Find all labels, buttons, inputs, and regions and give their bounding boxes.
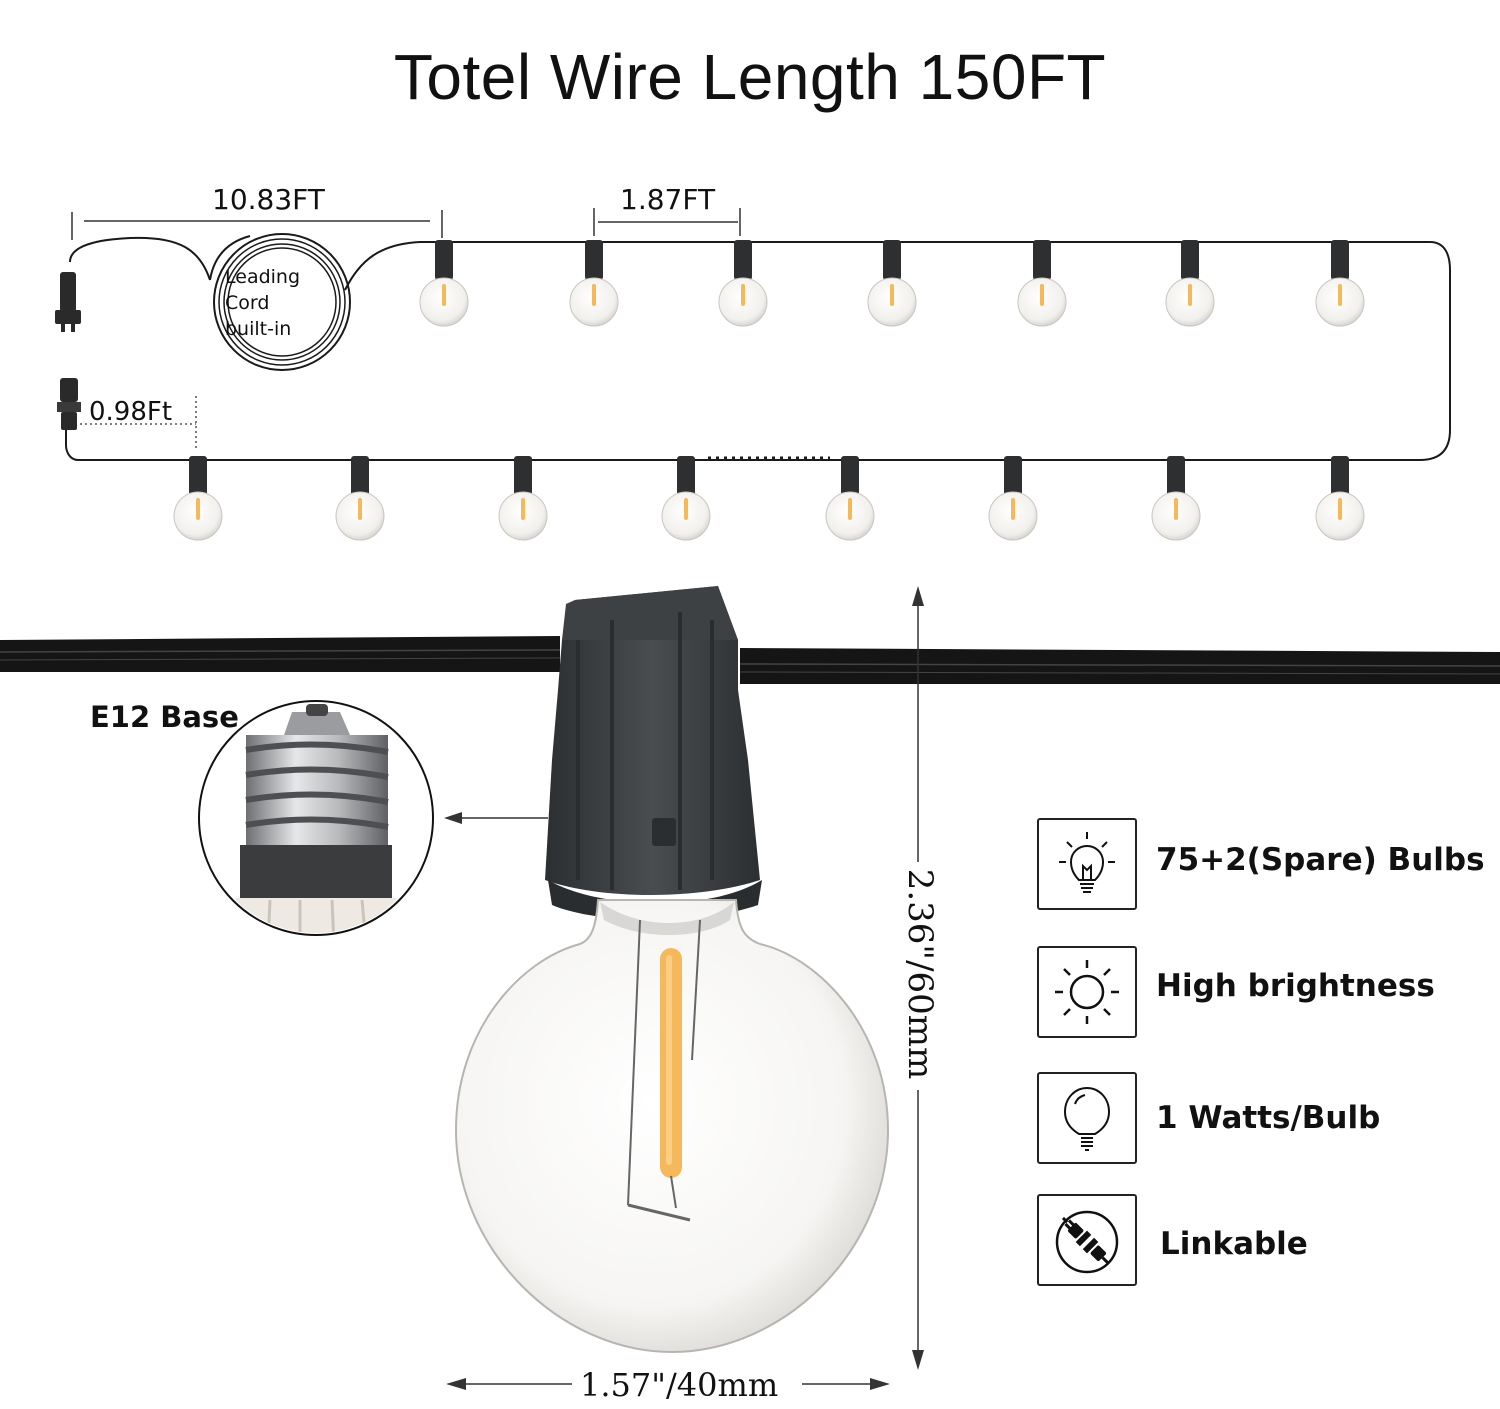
e12-base-label: E12 Base (90, 700, 239, 734)
feature-bulbs-label: 75+2(Spare) Bulbs (1156, 842, 1485, 878)
end-connector (57, 378, 81, 430)
plug-icon (55, 236, 211, 332)
main-cord (0, 636, 1500, 684)
bottom-row-bulbs (173, 456, 1365, 541)
small-bulb (867, 240, 917, 327)
cord-label-line: built-in (225, 318, 292, 340)
small-bulb (1315, 240, 1365, 327)
small-bulb (1165, 240, 1215, 327)
small-bulb (1151, 456, 1201, 541)
dimension-leading-cord (71, 210, 443, 240)
bulb-height-label: 2.36"/60mm (900, 868, 940, 1080)
dimension-width (446, 1378, 890, 1390)
inset-arrow (444, 812, 548, 824)
coiled-cord (65, 233, 1451, 461)
small-bulb (825, 456, 875, 541)
bulb-spacing-length: 1.87FT (620, 183, 716, 216)
small-bulb (569, 240, 619, 327)
dimension-end-lead (70, 396, 197, 450)
small-bulb (1017, 240, 1067, 327)
e12-base-inset (198, 700, 434, 936)
feature-linkable-box (1037, 1194, 1137, 1286)
sun-icon (1055, 960, 1119, 1024)
leading-cord-length: 10.83FT (212, 183, 325, 216)
dimension-height (912, 586, 924, 1370)
bulb-width-label: 1.57"/40mm (580, 1366, 779, 1404)
page-title: Totel Wire Length 150FT (393, 41, 1107, 113)
feature-watts-label: 1 Watts/Bulb (1156, 1100, 1381, 1136)
leading-cord-label: Leading Cord built-in (225, 264, 345, 342)
small-bulb (1315, 456, 1365, 541)
small-bulb (173, 456, 223, 541)
feature-brightness-box (1037, 946, 1137, 1038)
small-bulb (661, 456, 711, 541)
feature-brightness-label: High brightness (1156, 968, 1435, 1004)
socket (545, 586, 762, 920)
small-bulb (498, 456, 548, 541)
feature-bulbs-box (1037, 818, 1137, 910)
small-bulb (335, 456, 385, 541)
cord-label-line: Leading (225, 266, 301, 288)
end-lead-length: 0.98Ft (89, 397, 173, 427)
feature-watts-box (1037, 1072, 1137, 1164)
bulb-rays-icon (1059, 832, 1115, 893)
cord-label-line: Cord (225, 292, 270, 314)
small-bulb (988, 456, 1038, 541)
feature-linkable-label: Linkable (1160, 1226, 1308, 1262)
dimension-bulb-spacing (593, 208, 741, 236)
large-bulb (454, 899, 890, 1354)
small-bulb (718, 240, 768, 327)
small-bulb (419, 240, 469, 327)
globe-bulb-icon (1063, 1086, 1111, 1151)
top-row-bulbs (419, 240, 1365, 327)
plug-link-icon (1055, 1210, 1119, 1274)
